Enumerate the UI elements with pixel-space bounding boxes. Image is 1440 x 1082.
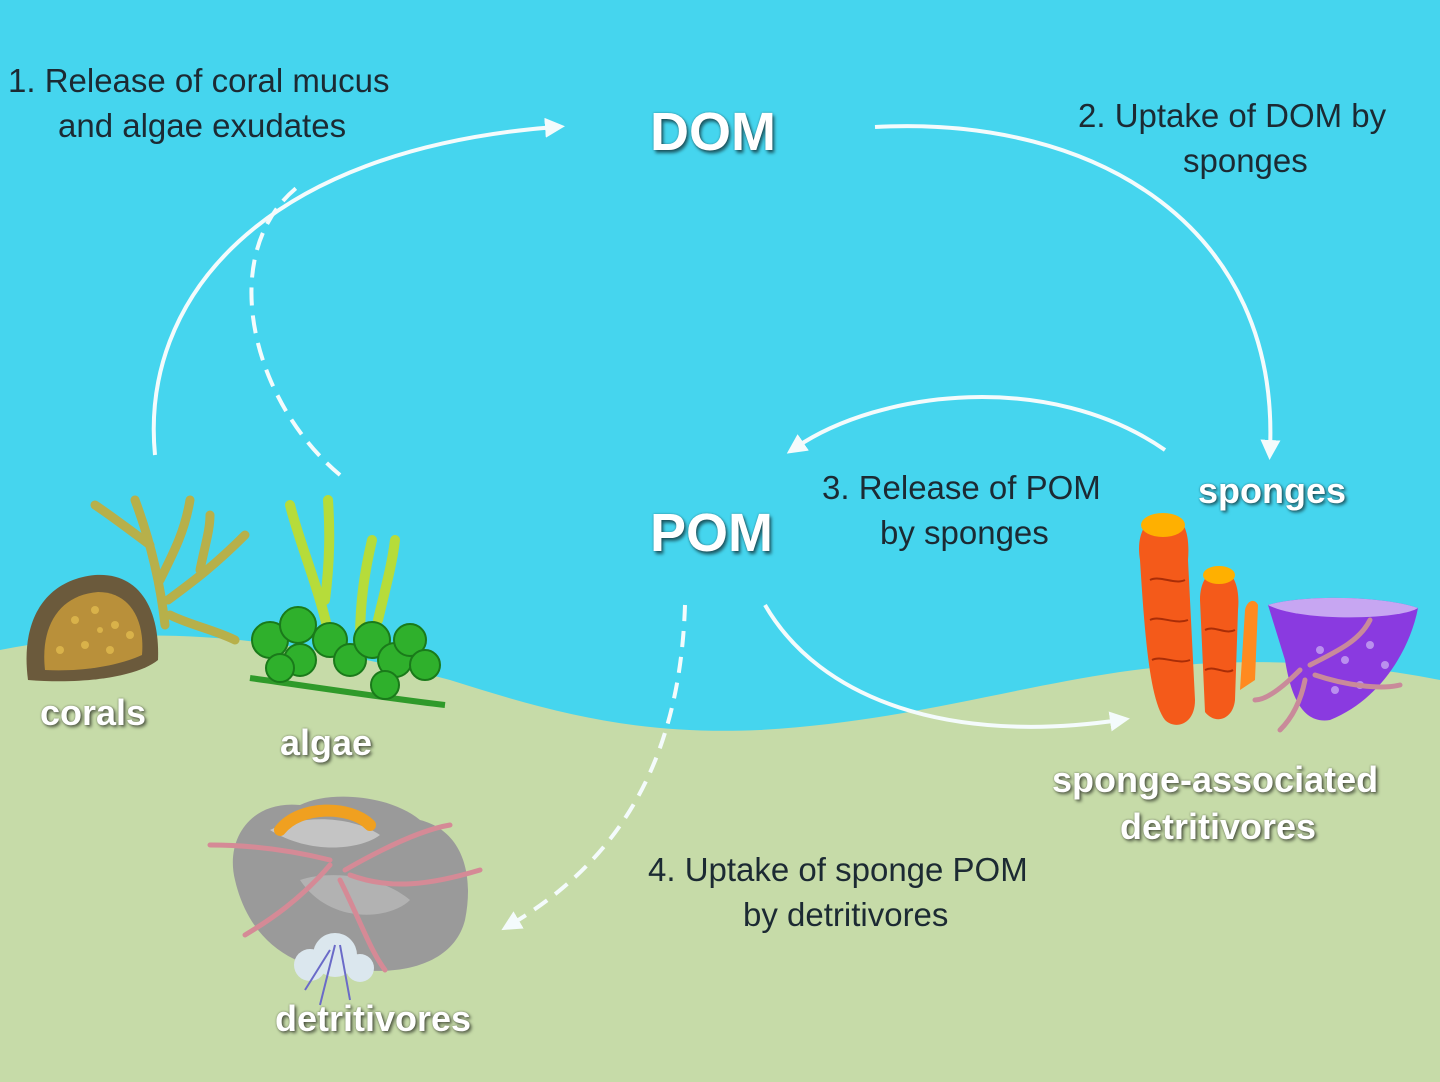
sponge-associated-label-line2: detritivores xyxy=(1120,806,1317,847)
step4-label-line1: 4. Uptake of sponge POM xyxy=(648,851,1028,888)
algae-illustration xyxy=(249,495,446,708)
sponge-associated-label-line1: sponge-associated xyxy=(1052,759,1379,800)
coral-illustration xyxy=(26,495,250,682)
arrow-sponges-to-pom xyxy=(786,395,1167,454)
detritivore-rock-illustration xyxy=(207,796,483,1006)
algae-label: algae xyxy=(280,722,373,763)
corals-label: corals xyxy=(40,692,147,733)
pom-label: POM xyxy=(650,503,774,563)
step3-label-line1: 3. Release of POM xyxy=(822,469,1101,506)
step3-label-line2: by sponges xyxy=(880,514,1049,551)
arrow-pom-to-detritivores-dashed xyxy=(501,604,687,931)
arrow-dom-to-sponges xyxy=(874,124,1281,460)
step1-label-line1: 1. Release of coral mucus xyxy=(8,62,390,99)
sponges-label: sponges xyxy=(1198,470,1347,511)
step1-label-line2: and algae exudates xyxy=(58,107,347,144)
step2-label-line2: sponges xyxy=(1183,142,1308,179)
sponge-illustration xyxy=(1139,513,1418,733)
step4-label-line2: by detritivores xyxy=(743,896,949,933)
step2-label-line1: 2. Uptake of DOM by xyxy=(1078,97,1387,134)
arrow-corals-to-dom xyxy=(151,117,565,456)
dom-label: DOM xyxy=(650,102,776,162)
detritivores-label: detritivores xyxy=(275,998,472,1039)
arrow-pom-to-sponge-associated xyxy=(763,603,1130,732)
arrow-algae-to-dom-dashed xyxy=(249,183,342,477)
